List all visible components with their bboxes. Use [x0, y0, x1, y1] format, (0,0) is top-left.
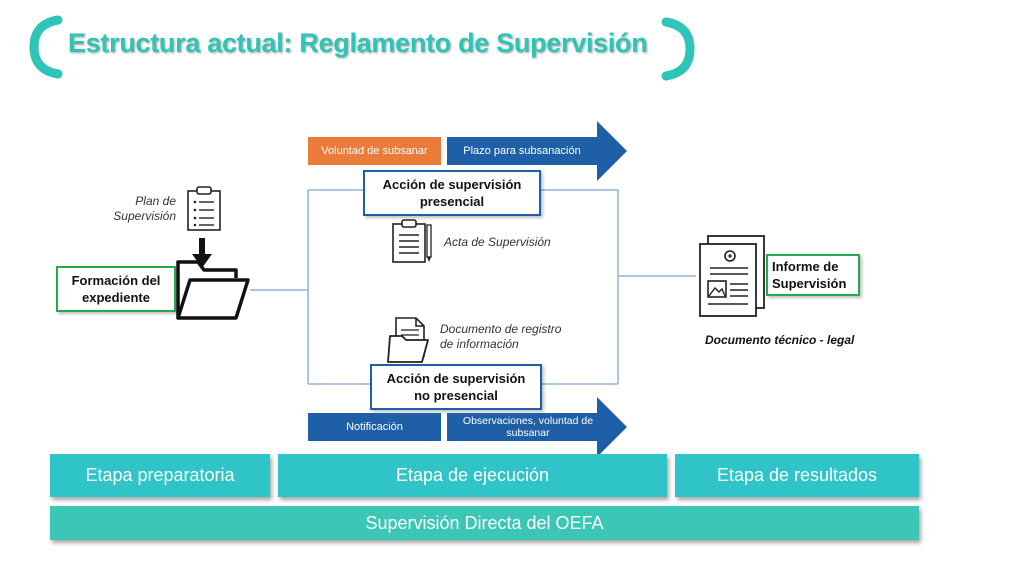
voluntad-label: Voluntad de subsanar: [308, 137, 441, 165]
plazo-label: Plazo para subsanación: [463, 145, 581, 157]
plan-label-line1: Plan de: [135, 194, 176, 208]
no-presencial-line2: no presencial: [414, 388, 498, 403]
expediente-box: Formación del expediente: [56, 266, 176, 312]
page-title: Estructura actual: Reglamento de Supervi…: [68, 28, 648, 58]
informe-line1: Informe de: [772, 259, 839, 274]
documento-line2: de información: [440, 337, 519, 351]
observaciones-label: Observaciones, voluntad de subsanar: [462, 415, 594, 439]
acta-clipboard-icon: [392, 219, 432, 263]
plan-label: Plan de Supervisión: [100, 194, 176, 224]
clipboard-icon: [187, 186, 221, 231]
presencial-line1: Acción de supervisión: [382, 177, 522, 192]
bracket-left-icon: [29, 15, 63, 79]
presencial-box: Acción de supervisión presencial: [363, 170, 541, 216]
informe-line2: Supervisión: [772, 276, 847, 291]
plazo-arrow: [447, 121, 627, 181]
stage-preparatoria: Etapa preparatoria: [50, 454, 270, 497]
documento-tecnico-label: Documento técnico - legal: [705, 333, 855, 347]
notificacion-label: Notificación: [308, 413, 441, 441]
down-arrow-icon: [192, 238, 212, 268]
folder-icon: [176, 260, 250, 320]
expediente-line2: expediente: [82, 290, 150, 305]
report-document-icon: [699, 235, 765, 317]
plan-label-line2: Supervisión: [113, 209, 176, 223]
supervision-bar: Supervisión Directa del OEFA: [50, 506, 919, 540]
informe-box: Informe de Supervisión: [766, 254, 860, 296]
observaciones-arrow: [447, 397, 627, 457]
stage-ejecucion: Etapa de ejecución: [278, 454, 667, 497]
acta-label: Acta de Supervisión: [444, 235, 551, 249]
presencial-line2: presencial: [419, 194, 485, 209]
documento-label: Documento de registro de información: [440, 322, 590, 352]
stage-resultados: Etapa de resultados: [675, 454, 919, 497]
expediente-line1: Formación del: [71, 273, 161, 288]
documento-line1: Documento de registro: [440, 322, 562, 336]
bracket-right-icon: [661, 17, 695, 81]
no-presencial-line1: Acción de supervisión: [386, 371, 526, 386]
document-stack-icon: [387, 317, 429, 363]
no-presencial-box: Acción de supervisión no presencial: [370, 364, 542, 410]
